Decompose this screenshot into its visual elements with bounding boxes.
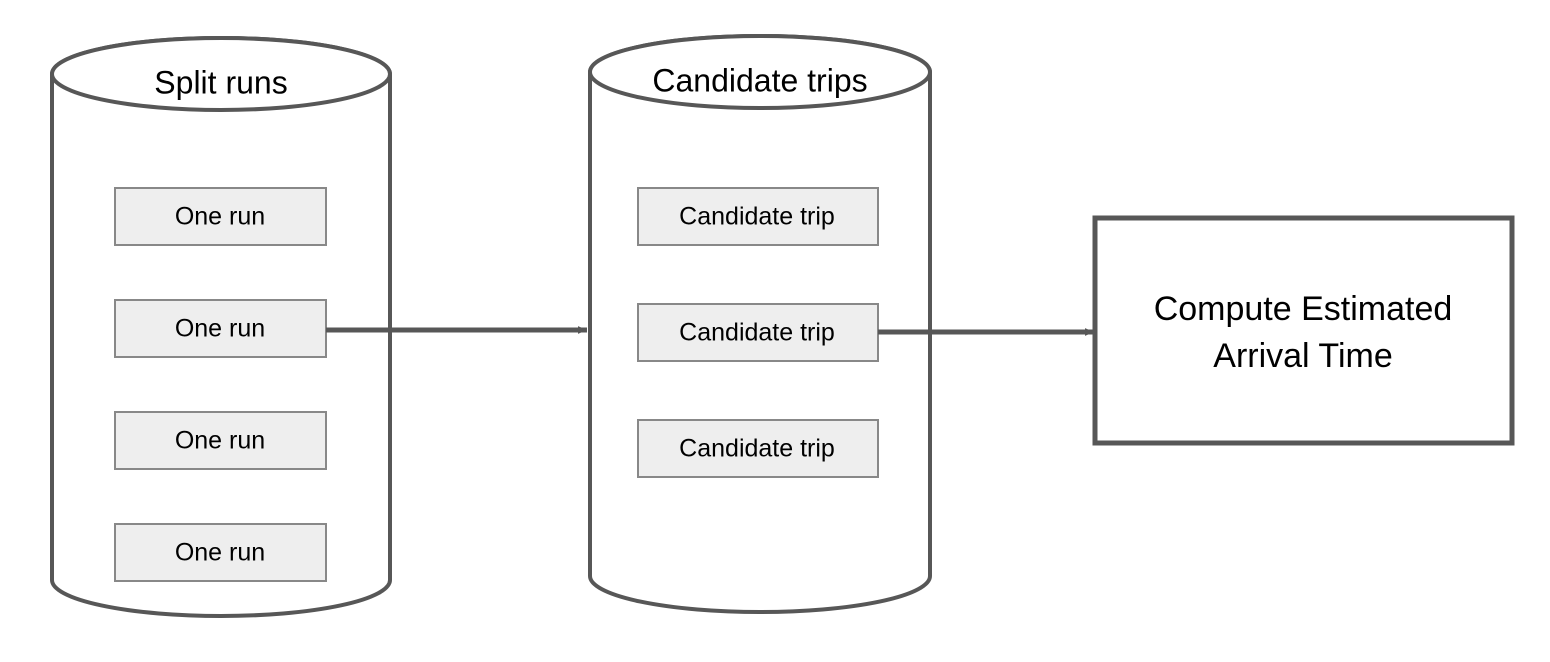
item-candidate-trip-2[interactable]: Candidate trip — [637, 303, 879, 362]
item-label: One run — [175, 203, 265, 231]
cylinder-title-candidate-trips: Candidate trips — [652, 62, 867, 98]
item-box — [637, 187, 879, 246]
item-candidate-trip-1[interactable]: Candidate trip — [637, 187, 879, 246]
item-one-run-2[interactable]: One run — [114, 299, 327, 358]
process-box — [1092, 215, 1515, 446]
item-label: Candidate trip — [679, 319, 835, 347]
item-candidate-trip-3[interactable]: Candidate trip — [637, 419, 879, 478]
item-box — [114, 411, 327, 470]
item-label: Candidate trip — [679, 203, 835, 231]
item-one-run-3[interactable]: One run — [114, 411, 327, 470]
item-one-run-4[interactable]: One run — [114, 523, 327, 582]
cylinder-title-split-runs: Split runs — [154, 64, 287, 100]
item-label: Candidate trip — [679, 435, 835, 463]
process-label-line-2: Arrival Time — [1213, 337, 1392, 375]
item-one-run-1[interactable]: One run — [114, 187, 327, 246]
process-label-line-1: Compute Estimated — [1154, 290, 1453, 328]
cylinder-top-candidate-trips — [588, 34, 932, 110]
cylinder-top-split-runs — [50, 36, 392, 112]
item-label: One run — [175, 315, 265, 343]
item-label: One run — [175, 427, 265, 455]
item-label: One run — [175, 539, 265, 567]
item-box — [114, 187, 327, 246]
item-box — [637, 303, 879, 362]
process-compute-eta[interactable]: Compute Estimated Arrival Time — [1092, 215, 1515, 446]
item-box — [114, 523, 327, 582]
item-box — [637, 419, 879, 478]
